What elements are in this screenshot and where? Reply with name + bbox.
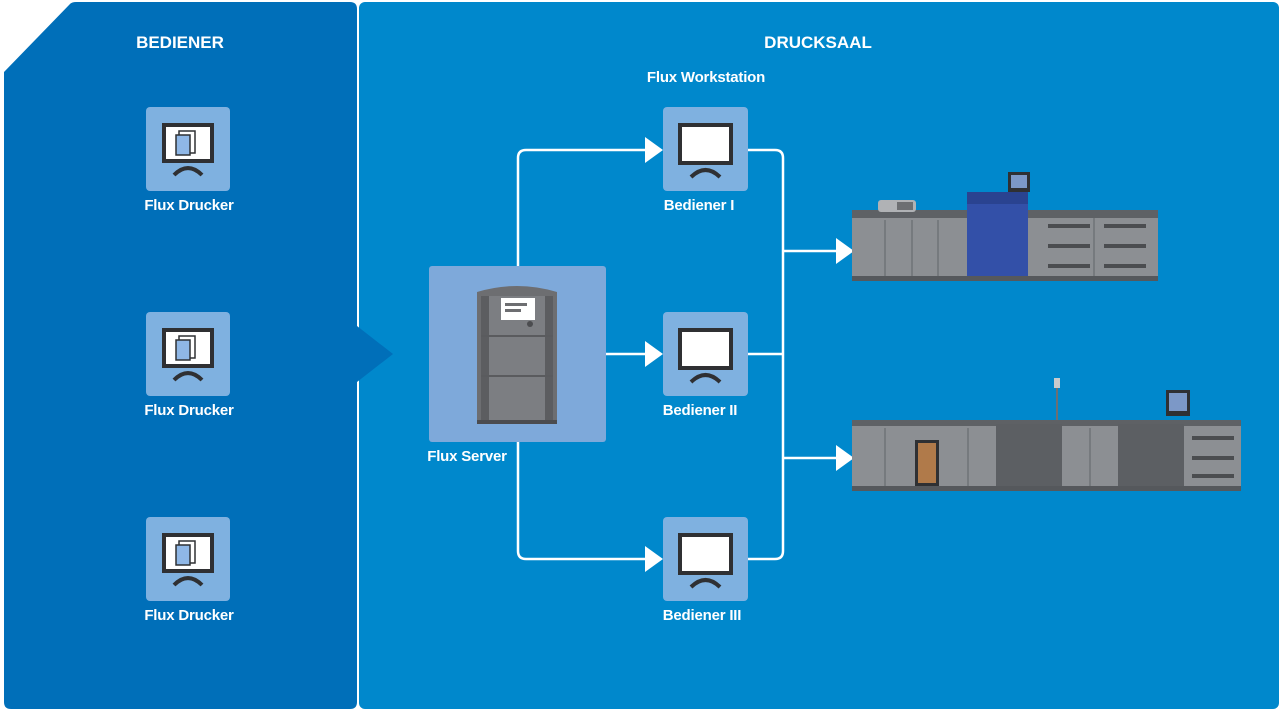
arrowhead-printer-2 — [836, 445, 854, 471]
left-device-3[interactable] — [146, 517, 230, 601]
arrowhead-bediener-3 — [645, 546, 663, 572]
bediener-1-node[interactable] — [663, 107, 748, 191]
bediener-2-node[interactable] — [663, 312, 748, 396]
panel-connector-arrow — [357, 326, 393, 382]
bediener-2-label: Bediener II — [662, 402, 738, 419]
right-panel — [359, 2, 1279, 709]
printer-monitor-icon — [162, 328, 214, 382]
printer-monitor-icon — [162, 533, 214, 587]
monitor-icon — [678, 123, 733, 179]
production-printer-2[interactable] — [852, 378, 1241, 491]
workstation-heading: Flux Workstation — [646, 69, 766, 86]
flux-server-node[interactable] — [429, 266, 606, 442]
left-device-2[interactable] — [146, 312, 230, 396]
left-device-2-label: Flux Drucker — [144, 402, 234, 419]
connector-server-to-bediener-3 — [516, 442, 648, 561]
arrowhead-printer-1 — [836, 238, 854, 264]
bediener-1-label: Bediener I — [663, 197, 735, 214]
arrowhead-bediener-2 — [645, 341, 663, 367]
left-device-3-label: Flux Drucker — [144, 607, 234, 624]
left-device-1-label: Flux Drucker — [144, 197, 234, 214]
right-panel-title: DRUCKSAAL — [764, 33, 872, 52]
arrowhead-bediener-1 — [645, 137, 663, 163]
flux-server-label: Flux Server — [427, 448, 507, 465]
left-device-1[interactable] — [146, 107, 230, 191]
monitor-icon — [678, 328, 733, 384]
printer-monitor-icon — [162, 123, 214, 177]
bediener-3-node[interactable] — [663, 517, 748, 601]
monitor-icon — [678, 533, 733, 589]
arrowheads — [645, 137, 854, 572]
connector-lines — [516, 148, 837, 561]
production-printer-1[interactable] — [852, 172, 1158, 281]
production-printer-icon — [852, 172, 1158, 281]
bediener-3-label: Bediener III — [662, 607, 742, 624]
production-printer-icon — [852, 378, 1241, 491]
connector-server-to-bediener-1 — [516, 148, 648, 266]
left-panel-title: BEDIENER — [136, 33, 224, 52]
server-icon — [477, 286, 557, 424]
